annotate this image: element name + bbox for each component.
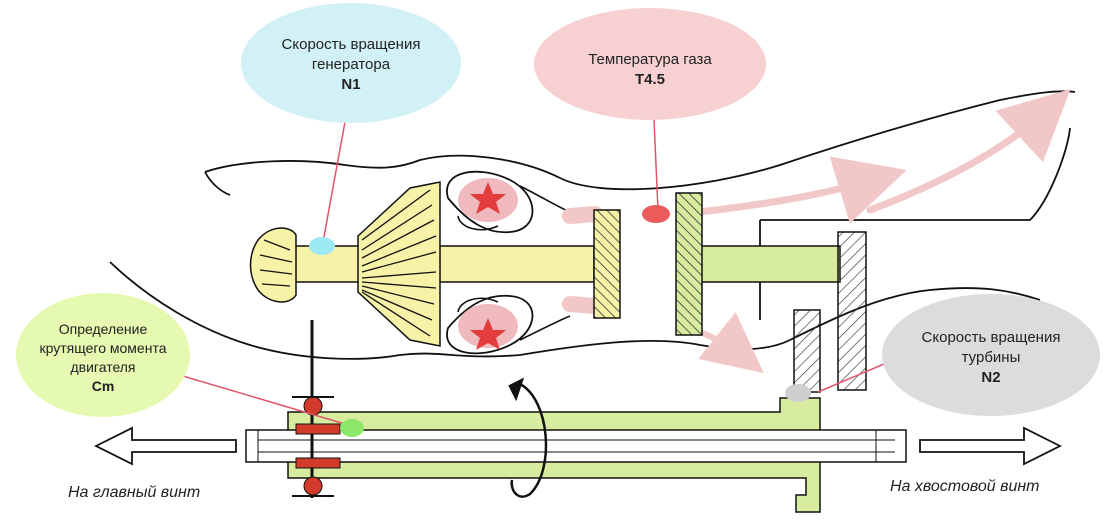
sensor-t45 <box>642 205 670 223</box>
gas-flow <box>562 88 1071 373</box>
sensor-n1 <box>309 237 335 255</box>
t45-text: Температура газа <box>588 51 712 68</box>
n1-label: Скорость вращения генератора N1 <box>261 35 441 95</box>
drive-gear <box>837 231 867 391</box>
compressor-inlet-icon <box>249 227 297 303</box>
n2-label: Скорость вращения турбины N2 <box>901 328 1081 388</box>
cm-text: Определение крутящего момента двигателя <box>39 321 167 375</box>
t45-code: T4.5 <box>634 71 665 88</box>
generator-turbine <box>593 209 621 319</box>
cm-label: Определение крутящего момента двигателя … <box>26 320 180 396</box>
t45-bubble <box>534 8 766 120</box>
tail-rotor-label: На хвостовой винт <box>890 478 1040 495</box>
cm-bubble <box>16 293 190 417</box>
n1-code: N1 <box>341 76 361 93</box>
centrifugal-compressor-icon <box>357 181 441 347</box>
flame-icon-bottom <box>470 318 506 350</box>
n2-code: N2 <box>981 369 1001 386</box>
tail-rotor-arrow-icon <box>919 426 1063 466</box>
sensor-n2 <box>785 384 811 402</box>
cm-code: Cm <box>91 378 115 394</box>
n2-bubble <box>882 294 1100 416</box>
driven-gear <box>793 309 821 393</box>
n2-text: Скорость вращения турбины <box>921 329 1061 366</box>
combustion-chambers <box>446 170 571 355</box>
n1-bubble <box>241 3 461 123</box>
main-rotor-label: На главный винт <box>68 484 201 501</box>
rotation-arrow-icon <box>508 377 548 498</box>
t45-label: Температура газа T4.5 <box>560 50 740 90</box>
n1-text: Скорость вращения генератора <box>281 36 421 73</box>
leader-lines <box>175 119 885 425</box>
turbine-shaft <box>699 245 841 283</box>
free-turbine <box>675 192 703 336</box>
sensor-cm <box>340 419 364 437</box>
flame-icon-top <box>470 182 506 214</box>
main-rotor-arrow-icon <box>93 426 237 466</box>
generator-shaft <box>287 245 595 283</box>
